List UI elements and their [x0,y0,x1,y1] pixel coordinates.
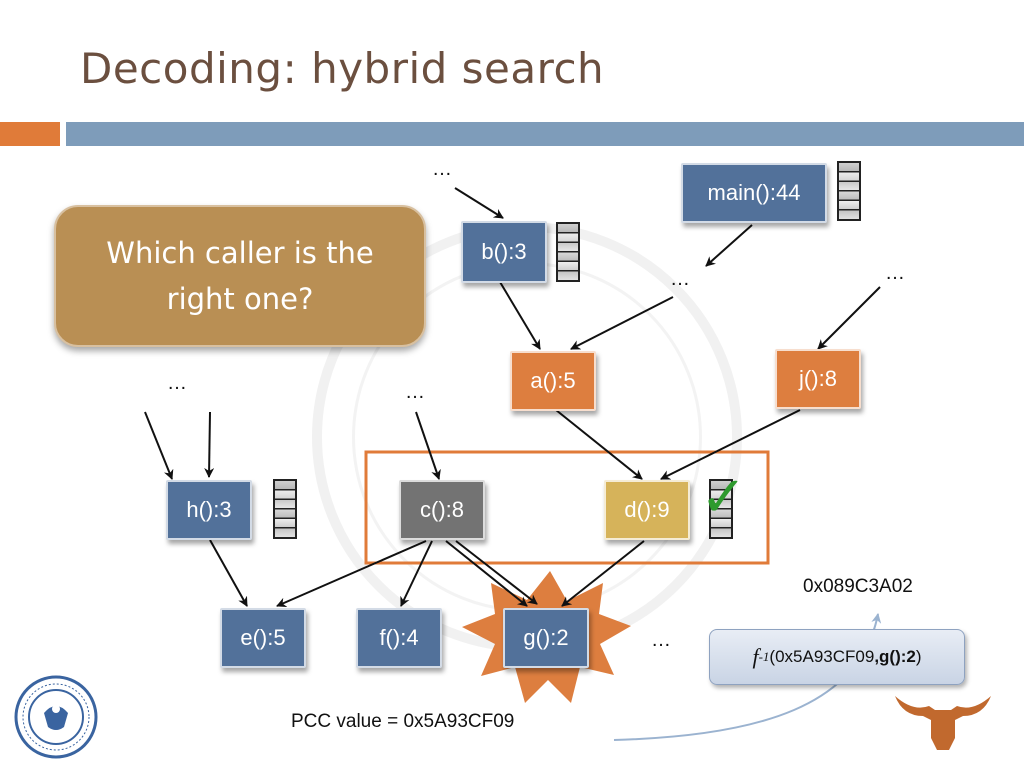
edge-dots-to-j [817,286,881,350]
node-e: e():5 [220,608,306,668]
node-b: b():3 [461,221,547,283]
ellipsis-right-g: … [651,629,671,651]
edge-dots-to-a [570,296,674,350]
tufts-seal-logo [14,675,98,759]
check-icon: ✓ [700,465,747,530]
call-stack-icon-h [273,479,297,539]
edge-dots-right-to-h [204,411,215,478]
edge-c-to-g-1 [445,540,528,607]
node-d: d():9 [604,480,690,540]
call-stack-icon-main [837,161,861,221]
call-stack-icon-b [556,222,580,282]
pcc-value-label: PCC value = 0x5A93CF09 [291,711,515,732]
candidate-callers-highlight [364,450,770,565]
inverse-exponent: -1 [758,649,770,664]
edge-dots-to-b [454,187,504,219]
slide-title: Decoding: hybrid search [80,44,605,93]
node-h: h():3 [166,480,252,540]
node-a: a():5 [510,351,596,411]
node-main: main():44 [681,163,827,223]
node-c: c():8 [399,480,485,540]
ellipsis-top-j: … [885,262,905,284]
inverse-separator: , [874,647,880,666]
inverse-open-paren: ( [769,647,776,666]
ellipsis-top-h: … [167,372,187,394]
title-accent-bar-orange [0,122,60,146]
edge-h-to-e [209,539,248,607]
inverse-pcc-value: 0x5A93CF09 [775,647,875,666]
call-stack-icon-d [709,479,733,539]
ellipsis-main-out: … [670,268,690,290]
question-callout: Which caller is the right one? [54,205,426,347]
edge-c-to-e [276,540,427,607]
longhorn-logo [895,696,991,750]
edge-d-to-g [561,540,645,607]
edge-c-to-g-2 [455,540,538,605]
edge-c-to-f [400,540,433,607]
inverse-func-name: f [752,644,759,669]
ellipsis-top-b: … [432,158,452,180]
edge-a-to-d [555,409,643,480]
node-g: g():2 [503,608,589,668]
edge-dots-left-to-h [144,411,174,480]
edge-main-to-dots [705,224,753,267]
inverse-node: g():2 [879,647,916,666]
edge-b-to-a [499,281,541,350]
title-accent-bar-blue [66,122,1024,146]
inverse-function-box: f-1(0x5A93CF09, g():2) [709,629,965,685]
node-f: f():4 [356,608,442,668]
node-j: j():8 [775,349,861,409]
edge-dots-to-c [415,411,441,480]
edge-j-to-d [660,409,801,480]
ellipsis-top-c: … [405,381,425,403]
address-label: 0x089C3A02 [803,576,913,597]
inverse-close-paren: ) [915,647,922,666]
